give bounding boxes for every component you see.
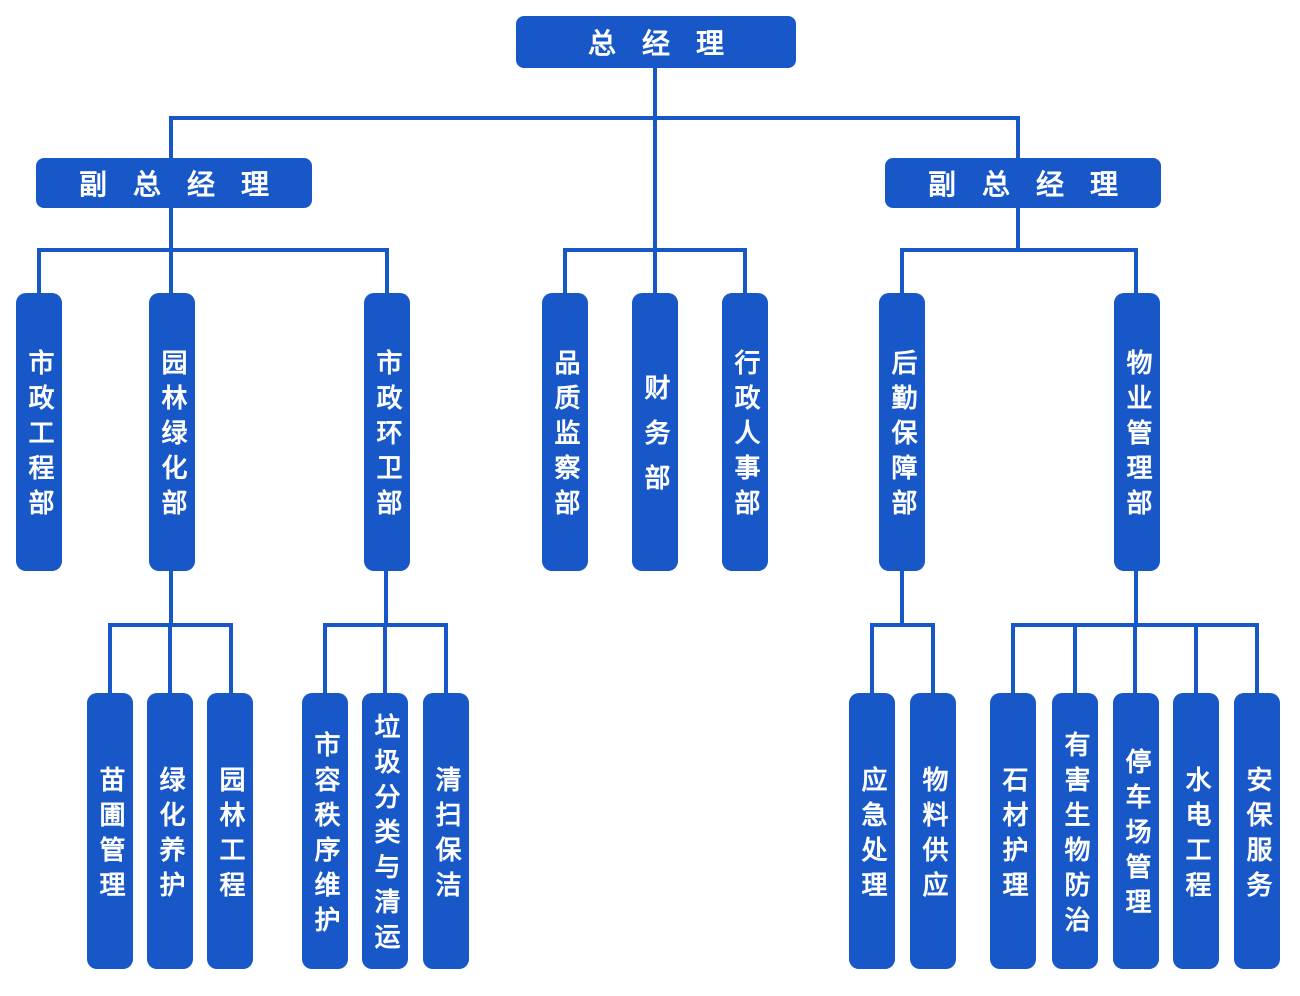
connector-cleaning-drop (444, 625, 448, 693)
node-quality-supervision-dept: 品质监察部 (542, 293, 588, 571)
node-parking-lot-management-label: 停车场管理 (1121, 748, 1151, 923)
node-finance-dept-label: 财务部 (640, 374, 670, 509)
connector-gm-stem (653, 68, 657, 293)
node-pest-control-label: 有害生物防治 (1060, 730, 1090, 941)
node-landscape-engineering: 园林工程 (207, 693, 253, 969)
node-quality-supervision-dept-label: 品质监察部 (550, 349, 580, 524)
connector-property-drop (1134, 250, 1138, 293)
connector-security-drop (1255, 625, 1259, 693)
node-material-supply-label: 物料供应 (918, 765, 948, 906)
connector-deputy-left-drop (169, 118, 173, 158)
connector-landscape-eng-drop (229, 625, 233, 693)
connector-middle-horizontal (563, 248, 747, 252)
node-city-order-maintenance: 市容秩序维护 (302, 693, 348, 969)
connector-deputy-right-drop (1016, 118, 1020, 158)
connector-greening-drop (168, 625, 172, 693)
node-waste-sorting-transport-label: 垃圾分类与清运 (370, 713, 400, 958)
node-greening-maintenance: 绿化养护 (147, 693, 193, 969)
node-landscaping-dept-label: 园林绿化部 (157, 349, 187, 524)
connector-sanitation-stem (384, 571, 388, 625)
node-security-service-label: 安保服务 (1242, 765, 1272, 906)
connector-landscaping-stem (169, 571, 173, 625)
connector-pest-control-drop (1073, 625, 1077, 693)
node-city-order-maintenance-label: 市容秩序维护 (310, 730, 340, 941)
connector-emergency-drop (870, 625, 874, 693)
connector-city-order-drop (323, 625, 327, 693)
node-greening-maintenance-label: 绿化养护 (155, 765, 185, 906)
node-water-electricity-engineering: 水电工程 (1173, 693, 1219, 969)
connector-right-branch-horizontal (900, 248, 1138, 252)
connector-deputy-right-stem (1016, 208, 1020, 252)
connector-parking-drop (1133, 625, 1137, 693)
node-pest-control: 有害生物防治 (1052, 693, 1098, 969)
connector-left-branch-horizontal (37, 248, 389, 252)
node-admin-hr-dept: 行政人事部 (722, 293, 768, 571)
node-municipal-sanitation-dept: 市政环卫部 (364, 293, 410, 571)
node-cleaning-service: 清扫保洁 (423, 693, 469, 969)
connector-top-horizontal (169, 116, 1020, 120)
node-municipal-sanitation-dept-label: 市政环卫部 (372, 349, 402, 524)
node-deputy-general-manager-right-label: 副总经理 (927, 168, 1144, 201)
node-deputy-general-manager-left-label: 副总经理 (78, 168, 295, 201)
node-property-management-dept: 物业管理部 (1114, 293, 1160, 571)
connector-quality-drop (563, 250, 567, 293)
connector-stone-care-drop (1011, 625, 1015, 693)
node-landscaping-dept: 园林绿化部 (149, 293, 195, 571)
node-general-manager: 总经理 (516, 16, 796, 68)
node-admin-hr-dept-label: 行政人事部 (730, 349, 760, 524)
node-security-service: 安保服务 (1234, 693, 1280, 969)
node-emergency-handling: 应急处理 (849, 693, 895, 969)
node-landscape-engineering-label: 园林工程 (215, 765, 245, 906)
node-municipal-engineering-dept: 市政工程部 (16, 293, 62, 571)
connector-logistics-horizontal (870, 623, 935, 627)
node-stone-care: 石材护理 (990, 693, 1036, 969)
node-deputy-general-manager-right: 副总经理 (885, 158, 1161, 208)
connector-sanitation-drop (385, 250, 389, 293)
connector-municipal-eng-drop (37, 250, 41, 293)
connector-property-stem (1134, 571, 1138, 625)
node-municipal-engineering-dept-label: 市政工程部 (24, 349, 54, 524)
node-cleaning-service-label: 清扫保洁 (431, 765, 461, 906)
node-logistics-support-dept: 后勤保障部 (879, 293, 925, 571)
connector-logistics-stem (900, 571, 904, 625)
connector-waste-sorting-drop (383, 625, 387, 693)
node-deputy-general-manager-left: 副总经理 (36, 158, 312, 208)
node-nursery-management: 苗圃管理 (87, 693, 133, 969)
connector-water-elec-drop (1194, 625, 1198, 693)
node-material-supply: 物料供应 (910, 693, 956, 969)
connector-nursery-drop (108, 625, 112, 693)
node-property-management-dept-label: 物业管理部 (1122, 349, 1152, 524)
node-logistics-support-dept-label: 后勤保障部 (887, 349, 917, 524)
node-general-manager-label: 总经理 (587, 27, 750, 60)
node-nursery-management-label: 苗圃管理 (95, 765, 125, 906)
node-stone-care-label: 石材护理 (998, 765, 1028, 906)
node-parking-lot-management: 停车场管理 (1113, 693, 1159, 969)
connector-logistics-drop (900, 250, 904, 293)
connector-adminhr-drop (743, 250, 747, 293)
node-finance-dept: 财务部 (632, 293, 678, 571)
node-waste-sorting-transport: 垃圾分类与清运 (362, 693, 408, 969)
node-emergency-handling-label: 应急处理 (857, 765, 887, 906)
connector-material-drop (931, 625, 935, 693)
node-water-electricity-engineering-label: 水电工程 (1181, 765, 1211, 906)
